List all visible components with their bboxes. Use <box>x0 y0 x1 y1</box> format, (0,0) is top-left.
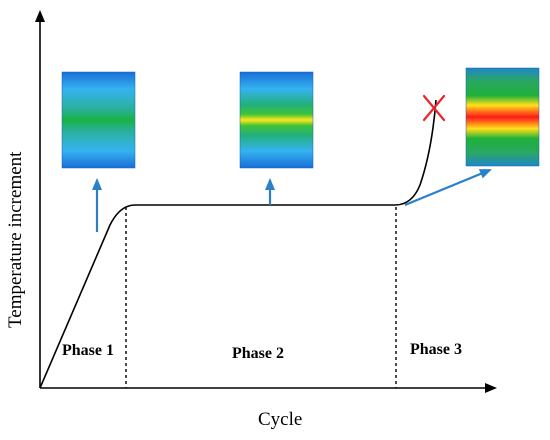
temperature-curve <box>39 99 437 389</box>
thermal-image-phase-3 <box>465 67 540 167</box>
x-axis-label: Cycle <box>258 409 302 430</box>
y-axis-label: Temperature increment <box>5 151 26 328</box>
phase-1-label: Phase 1 <box>62 342 114 359</box>
x-mark-icon <box>422 94 446 122</box>
thermal-image-phase-1 <box>61 71 136 169</box>
phase-2-label: Phase 2 <box>232 345 284 362</box>
thermal-image-phase-2 <box>239 71 314 169</box>
phase-3-label: Phase 3 <box>410 341 462 358</box>
arrow-phase-3 <box>404 168 492 207</box>
